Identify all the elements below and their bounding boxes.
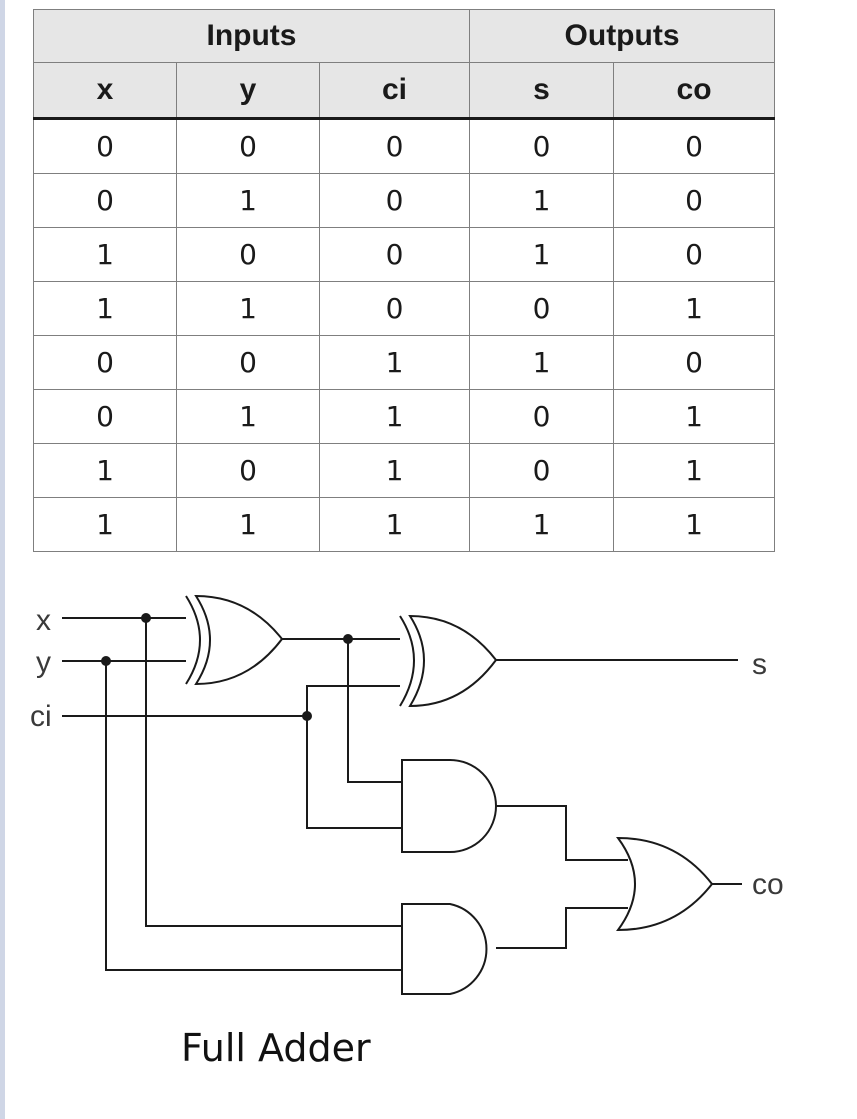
table-cell: 0 [318,173,471,228]
table-cell: 1 [33,497,177,552]
table-cell: 1 [176,389,320,444]
column-header-x: x [33,62,177,120]
table-cell: 0 [33,173,177,228]
group-inputs: Inputs [32,9,471,63]
wire-ci [62,685,410,717]
table-cell: 1 [613,281,776,336]
table-cell: 0 [33,118,177,174]
wire-xor1-to-and1 [347,639,404,783]
left-edge-strip [0,0,5,1119]
table-cell: 1 [318,443,471,498]
column-header-row: x y ci s co [33,62,776,120]
junction-dot [141,613,151,623]
table-cell: 1 [469,335,615,390]
label-s: s [752,648,767,681]
table-row: 1 0 1 0 1 [33,443,776,498]
truth-table: Inputs Outputs x y ci s co 0 0 0 0 0 0 1… [32,9,776,552]
table-cell: 0 [613,227,776,282]
table-cell: 0 [176,227,320,282]
label-co: co [752,868,784,901]
junction-dot [101,656,111,666]
table-cell: 0 [318,281,471,336]
table-row: 0 1 0 1 0 [33,173,776,228]
group-outputs: Outputs [469,9,776,63]
table-cell: 1 [613,389,776,444]
table-cell: 1 [33,443,177,498]
column-header-s: s [469,62,615,120]
wire-x-tap [145,618,404,927]
table-row: 1 1 0 0 1 [33,281,776,336]
table-cell: 1 [33,227,177,282]
junction-dot [343,634,353,644]
table-cell: 1 [469,497,615,552]
column-header-ci: ci [318,62,471,120]
table-cell: 1 [613,497,776,552]
diagram-caption: Full Adder [181,1026,371,1070]
table-cell: 1 [469,173,615,228]
or-gate [616,836,714,932]
label-y: y [36,646,51,679]
table-cell: 0 [469,389,615,444]
table-cell: 0 [469,443,615,498]
table-row: 1 0 0 1 0 [33,227,776,282]
table-cell: 1 [318,389,471,444]
table-cell: 0 [318,118,471,174]
table-cell: 1 [318,335,471,390]
wire-and2-out [496,907,628,949]
table-cell: 1 [613,443,776,498]
table-cell: 0 [613,173,776,228]
wire-y-tap [105,661,404,971]
table-cell: 1 [176,497,320,552]
column-header-y: y [176,62,320,120]
xor-gate-2 [399,614,498,708]
column-header-co: co [613,62,776,120]
table-row: 0 1 1 0 1 [33,389,776,444]
table-cell: 0 [318,227,471,282]
xor-gate-1 [185,594,284,686]
table-cell: 0 [469,281,615,336]
and-gate-1 [401,759,497,853]
and-gate-2 [401,903,488,995]
group-header-row: Inputs Outputs [32,9,776,63]
table-row: 1 1 1 1 1 [33,497,776,552]
label-x: x [36,604,51,637]
junction-dot [302,711,312,721]
table-cell: 1 [176,281,320,336]
wire-and1-out [496,805,628,861]
table-cell: 0 [176,443,320,498]
label-ci: ci [30,700,52,733]
table-cell: 1 [176,173,320,228]
wire-ci-to-and1 [306,716,404,829]
table-cell: 1 [318,497,471,552]
